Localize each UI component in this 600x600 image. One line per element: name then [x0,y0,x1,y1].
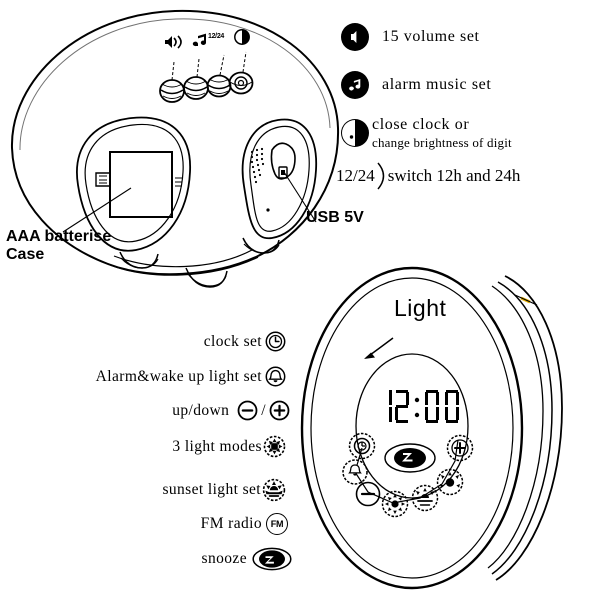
fm-icon-text: FM [270,519,284,529]
legend-label-up-down: up/down [172,401,230,419]
legend-row-music: alarm music set [340,70,491,100]
bell-icon [265,366,286,387]
speaker-volume-icon [165,35,182,49]
clock-button-down [355,481,381,507]
legend-label-sunset: sunset light set [162,481,261,499]
fm-icon: FM [266,513,288,535]
legend-label-alarm-set: Alarm&wake up light set [95,367,262,385]
battery-callout-line1: AAA batterise [6,228,112,245]
base-underside-illustration [10,9,340,288]
legend-label-clock-set: clock set [203,332,262,350]
legend-separator-slash: / [261,401,266,419]
round-clock-illustration [300,266,563,590]
clock-icon [265,331,286,352]
speaker-volume-icon [341,23,369,51]
legend-row-brightness: close clock or change brightness of digi… [340,117,512,149]
legend-label-light-modes: 3 light modes [172,437,262,455]
clock-button-up [446,434,474,462]
legend-label-brightness-2: change brightness of digit [372,135,512,150]
light-modes-icon [263,435,286,458]
clock-button-snooze [384,443,436,473]
clock-button-sunset [411,484,439,512]
snooze-icon [252,547,292,571]
legend-row-snooze: snooze [0,547,292,571]
text-1224-icon: 12/24 [208,33,225,40]
text-1224-icon: 12/24 [336,166,375,185]
half-circle-brightness-icon [341,119,369,147]
clock-button-alarm-set [342,459,368,485]
bracket-arc-icon [377,162,385,190]
legend-row-sunset: sunset light set [0,478,286,502]
half-circle-brightness-icon [234,29,250,45]
legend-label-hour-format: switch 12h and 24h [387,166,521,185]
legend-label-volume: 15 volume set [382,28,480,45]
legend-row-alarm-set: Alarm&wake up light set [0,366,286,387]
light-label: Light [394,295,447,321]
base-button-brightness [228,51,254,95]
music-note-icon [192,33,207,47]
base-button-music [183,58,209,100]
legend-row-hour-format: 12/24 switch 12h and 24h [336,162,521,190]
clock-button-light-modes [381,490,409,518]
legend-row-fm: FM radio FM [0,513,288,535]
usb-callout: USB 5V [306,209,364,226]
clock-button-fm [436,468,464,496]
legend-label-music: alarm music set [382,76,492,93]
legend-row-clock-set: clock set [0,331,286,352]
base-button-volume [159,61,185,103]
sunset-icon [262,478,286,502]
minus-icon [237,400,258,421]
legend-label-brightness-1: close clock or [372,116,470,133]
clock-button-clock-set [348,432,376,460]
legend-label-snooze: snooze [201,550,247,568]
battery-callout-line2: Case [6,246,45,264]
music-note-icon [341,71,369,99]
legend-row-up-down: up/down / [0,400,290,421]
clock-display [389,390,459,423]
legend-label-fm: FM radio [200,515,262,533]
legend-row-volume: 15 volume set [340,22,480,52]
plus-icon [269,400,290,421]
base-button-hour-format [206,54,232,98]
battery-callout: AAA batterise Case [6,228,111,265]
legend-row-light-modes: 3 light modes [0,435,286,458]
